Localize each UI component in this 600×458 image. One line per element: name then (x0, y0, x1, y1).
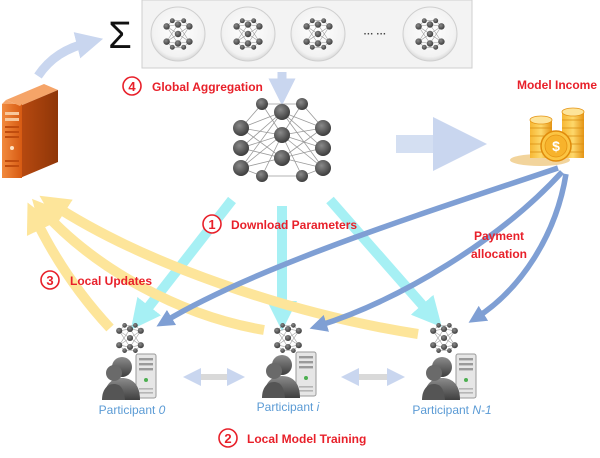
participant-i-model-icon (273, 322, 303, 354)
participant-0-icon (101, 353, 157, 401)
step-label: Local Updates (70, 274, 152, 288)
step-label: Global Aggregation (152, 80, 263, 94)
participant-0-label: Participant 0 (99, 403, 166, 417)
step-global-aggregation: 4 Global Aggregation (122, 76, 263, 96)
local-update-arrows (26, 195, 419, 339)
sum-symbol: Σ (108, 15, 132, 57)
step-number: 2 (224, 431, 231, 446)
local-model-circle-1 (150, 6, 206, 62)
participant-n-1-icon (421, 353, 477, 401)
coin-stack-icon: $ (510, 107, 585, 166)
server-icon (2, 84, 58, 178)
model-income-label: Model Income (517, 78, 597, 92)
local-model-circle-2 (220, 6, 276, 62)
ellipsis-text: ··· ··· (364, 29, 387, 40)
step-number: 1 (208, 217, 215, 232)
step-number: 4 (128, 79, 136, 94)
global-model-network (233, 98, 331, 182)
step-local-updates: 3 Local Updates (40, 270, 152, 290)
participant-n-1-model-icon (429, 322, 459, 354)
step-local-model-training: 2 Local Model Training (218, 428, 366, 448)
participant-n-1-label: Participant N-1 (412, 403, 491, 417)
participant-i-label: Participant i (257, 400, 320, 414)
payment-allocation-label-line1: Payment (474, 229, 524, 243)
participant-0-model-icon (115, 322, 145, 354)
local-model-circle-3 (290, 6, 346, 62)
coin-dollar-sign: $ (552, 138, 560, 154)
step-number: 3 (46, 273, 53, 288)
payment-allocation-label-line2: allocation (471, 247, 527, 261)
aggregation-panel: ··· ··· (141, 0, 473, 69)
arrow-server-to-aggregation (34, 32, 104, 79)
step-label: Download Parameters (231, 218, 357, 232)
local-model-circle-n (402, 6, 458, 62)
participant-i-icon (261, 351, 317, 399)
step-label: Local Model Training (247, 432, 366, 446)
step-download-parameters: 1 Download Parameters (202, 214, 357, 234)
payment-arrows (156, 165, 569, 332)
